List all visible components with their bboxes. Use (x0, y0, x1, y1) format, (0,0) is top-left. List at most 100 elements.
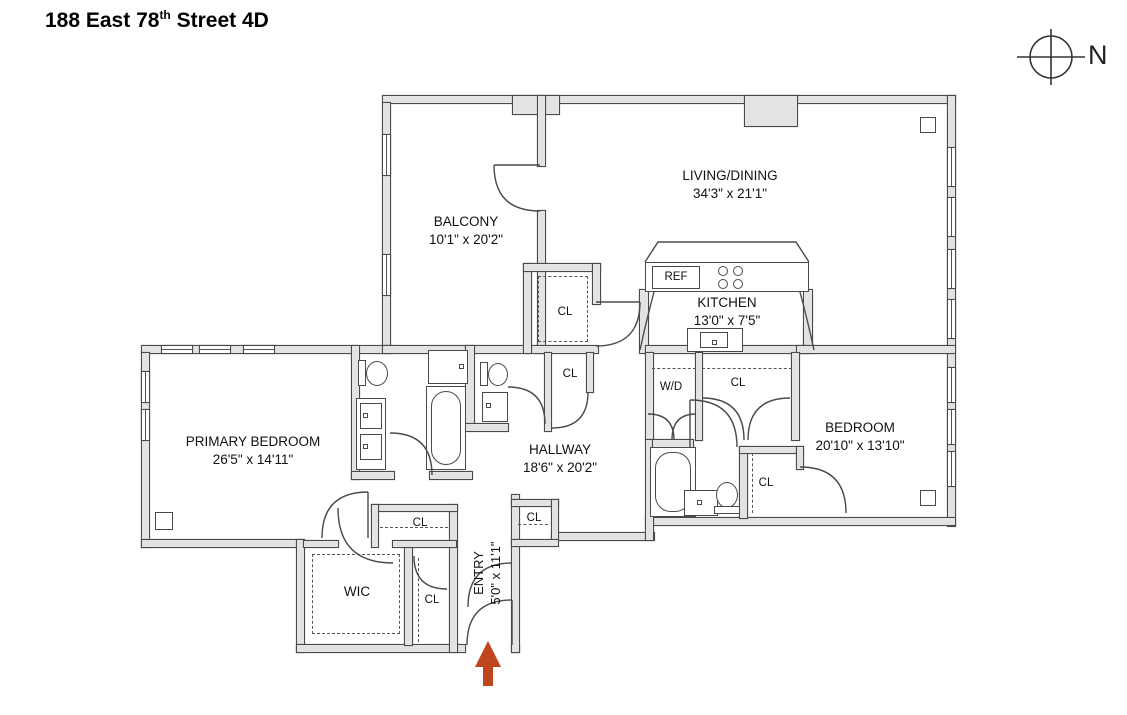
wall-segment (745, 96, 797, 126)
faucet-icon (363, 413, 368, 418)
room-label-kitchen: KITCHEN 13'0" x 7'5" (694, 294, 761, 330)
wall-segment (524, 264, 531, 353)
room-dims: 34'3" x 21'1" (692, 186, 768, 201)
column (920, 490, 936, 506)
page-title-rest: Street 4D (170, 9, 269, 32)
wall-segment (797, 447, 803, 469)
faucet-icon (363, 444, 368, 449)
toilet-icon (366, 361, 388, 386)
toilet-tank (480, 362, 488, 386)
room-name: BALCONY (433, 214, 499, 229)
wall-segment (552, 533, 654, 540)
wall-segment (383, 103, 390, 353)
wall-segment (528, 346, 598, 353)
wall-segment (646, 518, 955, 525)
wall-segment (646, 353, 653, 440)
wall-segment (593, 264, 600, 304)
room-label-balcony: BALCONY 10'1" x 20'2" (429, 213, 503, 249)
faucet-icon (486, 403, 491, 408)
wall-segment (653, 440, 693, 447)
closet-rod (418, 558, 419, 642)
window (948, 452, 955, 486)
closet-rod (380, 527, 448, 528)
wall-segment (304, 541, 338, 547)
bathtub-basin (431, 391, 461, 465)
room-name: KITCHEN (697, 295, 757, 310)
room-label-hallway: HALLWAY 18'6" x 20'2" (523, 441, 597, 477)
closet-rod (702, 368, 792, 369)
refrigerator-label: REF (664, 271, 688, 283)
wall-segment (545, 353, 551, 431)
closet-rod (752, 453, 753, 513)
wall-segment (466, 346, 474, 430)
wall-segment (512, 500, 558, 506)
wall-segment (383, 96, 955, 103)
refrigerator (652, 266, 700, 289)
closet-rod (518, 524, 548, 525)
room-dims: 5'0" x 11'1" (488, 541, 503, 605)
wall-segment (804, 290, 812, 353)
wall-segment (450, 505, 457, 652)
faucet-icon (697, 500, 702, 505)
column (155, 512, 173, 530)
window (162, 346, 192, 353)
toilet-tank (358, 360, 366, 386)
wall-segment (587, 353, 593, 392)
room-label-entry: ENTRY 5'0" x 11'1" (470, 513, 504, 633)
toilet-icon (716, 482, 738, 508)
washer-dryer-label: W/D (659, 381, 683, 393)
page-title: 188 East 78th Street 4D (45, 8, 269, 33)
closet-label: CL (730, 377, 746, 389)
window (142, 372, 149, 402)
wall-segment (646, 440, 653, 540)
faucet-icon (712, 340, 717, 345)
toilet-tank (714, 506, 740, 514)
room-label-primary-bedroom: PRIMARY BEDROOM 26'5" x 14'11" (186, 433, 321, 469)
wall-segment (297, 540, 304, 652)
wall-segment (297, 645, 465, 652)
closet-label: CL (424, 594, 440, 606)
toilet-icon (488, 363, 508, 386)
closet-label: CL (557, 306, 573, 318)
compass-north-label: N (1088, 40, 1108, 70)
stove-burner-icon (733, 279, 743, 289)
wall-segment (792, 353, 799, 440)
wall-segment (524, 264, 600, 271)
window (383, 135, 390, 175)
room-label-living: LIVING/DINING 34'3" x 21'1" (682, 167, 777, 203)
window (948, 148, 955, 186)
wall-segment (538, 96, 545, 166)
wall-segment (466, 424, 508, 431)
page-title-main: 188 East 78 (45, 9, 160, 32)
stove-burner-icon (718, 279, 728, 289)
closet-rod (538, 276, 588, 342)
room-name: LIVING/DINING (682, 168, 778, 183)
closet-label: CL (526, 512, 542, 524)
window (244, 346, 274, 353)
room-name: ENTRY (471, 551, 486, 595)
wall-segment (740, 447, 747, 518)
wall-segment (640, 290, 648, 353)
wall-segment (797, 346, 955, 353)
wall-segment (352, 472, 394, 479)
shower-head-icon (459, 364, 464, 369)
stove-burner-icon (718, 266, 728, 276)
room-label-bedroom: BEDROOM 20'10" x 13'10" (815, 419, 904, 455)
stove-burner-icon (733, 266, 743, 276)
window (142, 410, 149, 440)
room-name: HALLWAY (528, 442, 592, 457)
room-dims: 20'10" x 13'10" (815, 438, 905, 453)
wall-segment (142, 353, 149, 547)
page-title-sup: th (159, 8, 171, 22)
wall-segment (696, 353, 702, 440)
sink-icon (360, 434, 382, 460)
wall-segment (740, 447, 803, 453)
wall-segment (372, 505, 457, 511)
closet-label: CL (562, 368, 578, 380)
room-dims: 26'5" x 14'11" (212, 452, 294, 467)
room-dims: 13'0" x 7'5" (693, 313, 761, 328)
